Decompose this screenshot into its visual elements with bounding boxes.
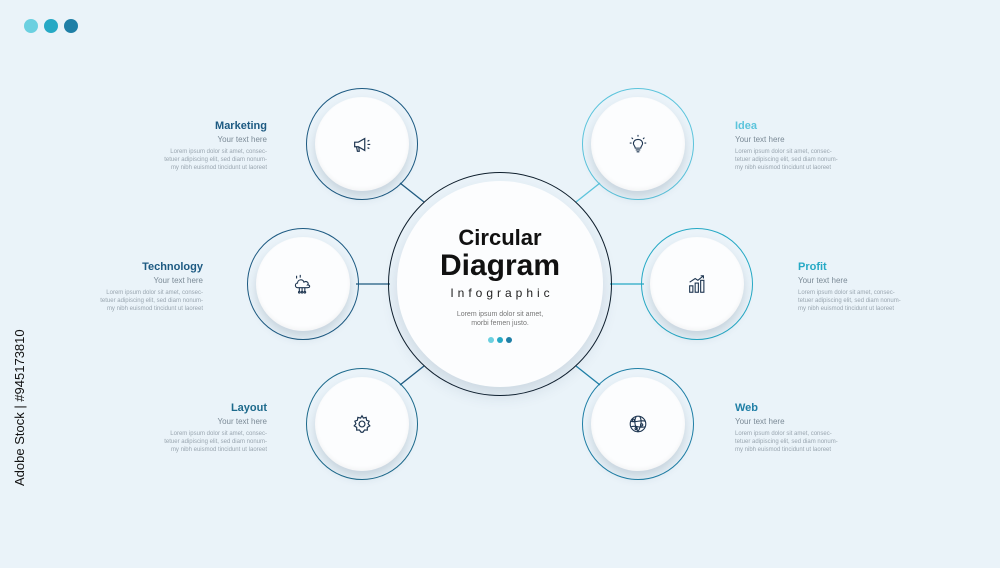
body-line: tetuer adipiscing elit, sed diam nonum- <box>735 439 838 445</box>
label-marketing: Marketing Your text here Lorem ipsum dol… <box>97 120 267 172</box>
center-inner: Circular Diagram Infographic Lorem ipsum… <box>397 181 603 387</box>
node-profit <box>641 228 753 340</box>
label-marketing-subtitle: Your text here <box>217 135 267 144</box>
center-description-line1: Lorem ipsum dolor sit amet, <box>456 310 544 318</box>
center-dots <box>488 336 512 343</box>
label-profit-title: Profit <box>798 261 827 273</box>
globe-icon <box>629 415 647 433</box>
lightbulb-icon <box>629 134 647 153</box>
node-idea <box>582 88 694 200</box>
body-line: tetuer adipiscing elit, sed diam nonum- <box>735 157 838 163</box>
label-profit: Profit Your text here Lorem ipsum dolor … <box>798 261 968 313</box>
body-line: Lorem ipsum dolor sit amet, consec- <box>798 290 895 296</box>
body-line: my nibh euismod tincidunt ut laoreet <box>170 165 267 171</box>
node-marketing-inner <box>315 97 409 191</box>
connector-layout <box>399 365 425 386</box>
header-dot-1 <box>24 19 38 33</box>
body-line: Lorem ipsum dolor sit amet, consec- <box>735 149 832 155</box>
center-circle: Circular Diagram Infographic Lorem ipsum… <box>388 172 612 396</box>
node-web-inner <box>591 377 685 471</box>
node-marketing <box>306 88 418 200</box>
label-web-body: Lorem ipsum dolor sit amet, consec- tetu… <box>735 430 905 454</box>
label-technology-title: Technology <box>142 261 203 273</box>
body-line: tetuer adipiscing elit, sed diam nonum- <box>164 439 267 445</box>
node-technology <box>247 228 359 340</box>
label-marketing-body: Lorem ipsum dolor sit amet, consec- tetu… <box>97 148 267 172</box>
gear-icon <box>353 414 371 433</box>
body-line: Lorem ipsum dolor sit amet, consec- <box>170 431 267 437</box>
node-layout-inner <box>315 377 409 471</box>
label-technology-subtitle: Your text here <box>153 276 203 285</box>
body-line: Lorem ipsum dolor sit amet, consec- <box>106 290 203 296</box>
body-line: tetuer adipiscing elit, sed diam nonum- <box>164 157 267 163</box>
label-layout-subtitle: Your text here <box>217 417 267 426</box>
label-idea: Idea Your text here Lorem ipsum dolor si… <box>735 120 905 172</box>
center-dot-3 <box>506 336 512 343</box>
node-web <box>582 368 694 480</box>
center-title-line2: Diagram <box>439 248 561 282</box>
node-technology-inner <box>256 237 350 331</box>
body-line: my nibh euismod tincidunt ut laoreet <box>106 306 203 312</box>
connector-idea <box>575 182 601 203</box>
body-line: my nibh euismod tincidunt ut laoreet <box>798 306 895 312</box>
center-dot-2 <box>497 336 503 343</box>
center-dot-1 <box>488 336 494 343</box>
connector-web <box>575 365 601 386</box>
megaphone-icon <box>354 137 371 152</box>
label-idea-body: Lorem ipsum dolor sit amet, consec- tetu… <box>735 148 905 172</box>
node-profit-inner <box>650 237 744 331</box>
body-line: my nibh euismod tincidunt ut laoreet <box>735 165 832 171</box>
label-web: Web Your text here Lorem ipsum dolor sit… <box>735 402 905 454</box>
center-description-line2: morbi femen justo. <box>471 319 529 327</box>
center-description: Lorem ipsum dolor sit amet, morbi femen … <box>457 310 543 328</box>
label-profit-subtitle: Your text here <box>798 276 848 285</box>
label-web-subtitle: Your text here <box>735 417 785 426</box>
body-line: Lorem ipsum dolor sit amet, consec- <box>170 149 267 155</box>
connector-marketing <box>399 182 425 203</box>
header-dot-2 <box>44 19 58 33</box>
header-dot-3 <box>64 19 78 33</box>
label-web-title: Web <box>735 402 759 414</box>
label-layout: Layout Your text here Lorem ipsum dolor … <box>97 402 267 454</box>
label-technology: Technology Your text here Lorem ipsum do… <box>33 261 203 313</box>
center-subtitle: Infographic <box>450 285 554 300</box>
node-idea-inner <box>591 97 685 191</box>
label-idea-subtitle: Your text here <box>735 135 785 144</box>
body-line: my nibh euismod tincidunt ut laoreet <box>735 447 832 453</box>
body-line: tetuer adipiscing elit, sed diam nonum- <box>798 298 901 304</box>
label-marketing-title: Marketing <box>215 120 267 132</box>
cloud-chip-icon <box>294 274 311 294</box>
label-technology-body: Lorem ipsum dolor sit amet, consec- tetu… <box>33 289 203 313</box>
label-profit-body: Lorem ipsum dolor sit amet, consec- tetu… <box>798 289 968 313</box>
body-line: my nibh euismod tincidunt ut laoreet <box>170 447 267 453</box>
body-line: tetuer adipiscing elit, sed diam nonum- <box>100 298 203 304</box>
body-line: Lorem ipsum dolor sit amet, consec- <box>735 431 832 437</box>
center-title-line1: Circular <box>458 224 542 250</box>
label-layout-title: Layout <box>230 402 267 414</box>
header-dots <box>24 19 78 33</box>
stock-id-label: Adobe Stock | #945173810 <box>12 329 27 486</box>
label-idea-title: Idea <box>735 120 758 132</box>
label-layout-body: Lorem ipsum dolor sit amet, consec- tetu… <box>97 430 267 454</box>
node-layout <box>306 368 418 480</box>
bar-growth-icon <box>689 275 705 293</box>
